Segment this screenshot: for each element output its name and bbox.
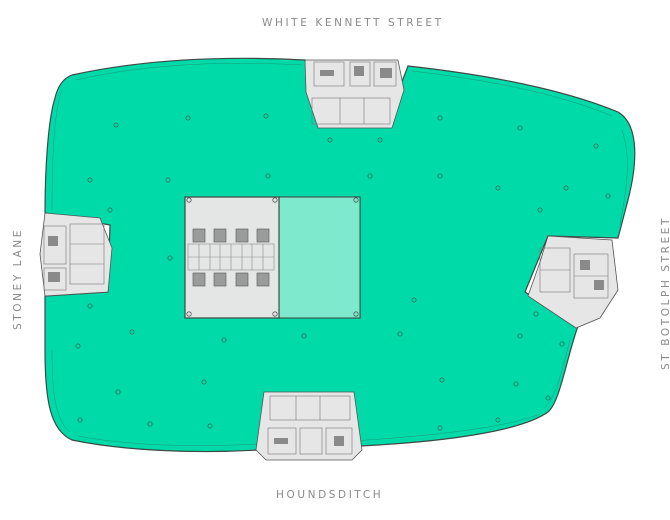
street-label-north: WHITE KENNETT STREET [262, 17, 444, 29]
street-label-south: HOUNDSDITCH [276, 489, 384, 501]
service-core-north [304, 59, 405, 129]
structural-columns [75, 113, 611, 431]
service-core-west [39, 212, 113, 297]
service-core-south [255, 391, 363, 461]
service-core-east [527, 235, 619, 329]
central-core [184, 196, 361, 319]
